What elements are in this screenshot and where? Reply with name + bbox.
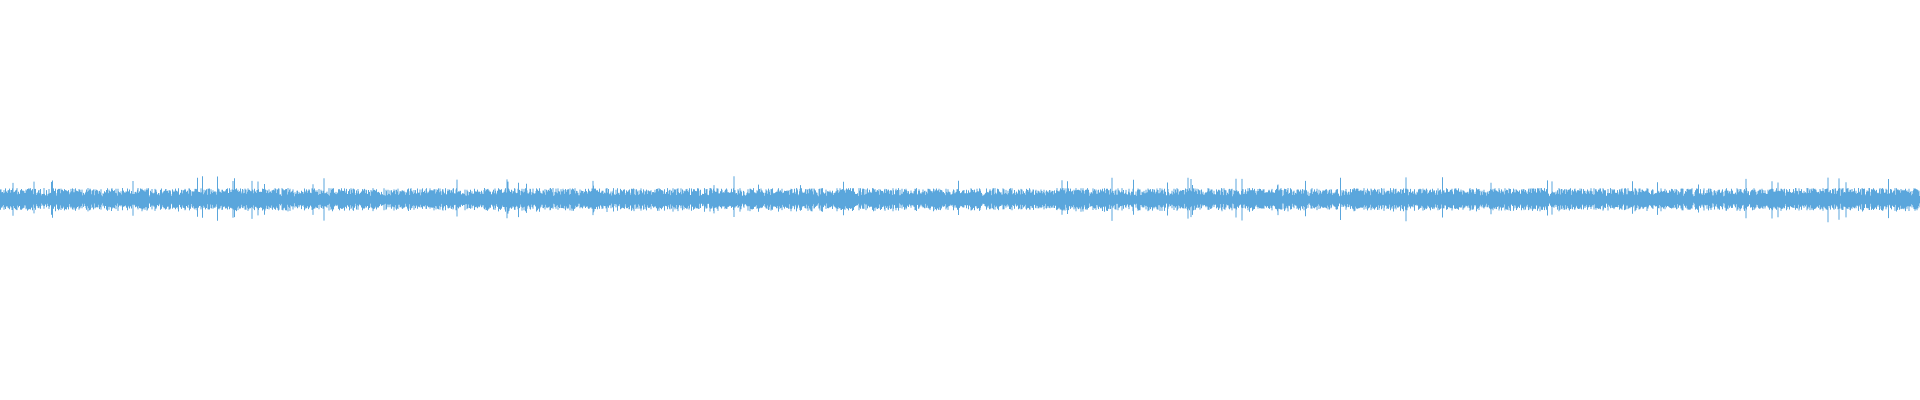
waveform-trace (0, 176, 1920, 223)
